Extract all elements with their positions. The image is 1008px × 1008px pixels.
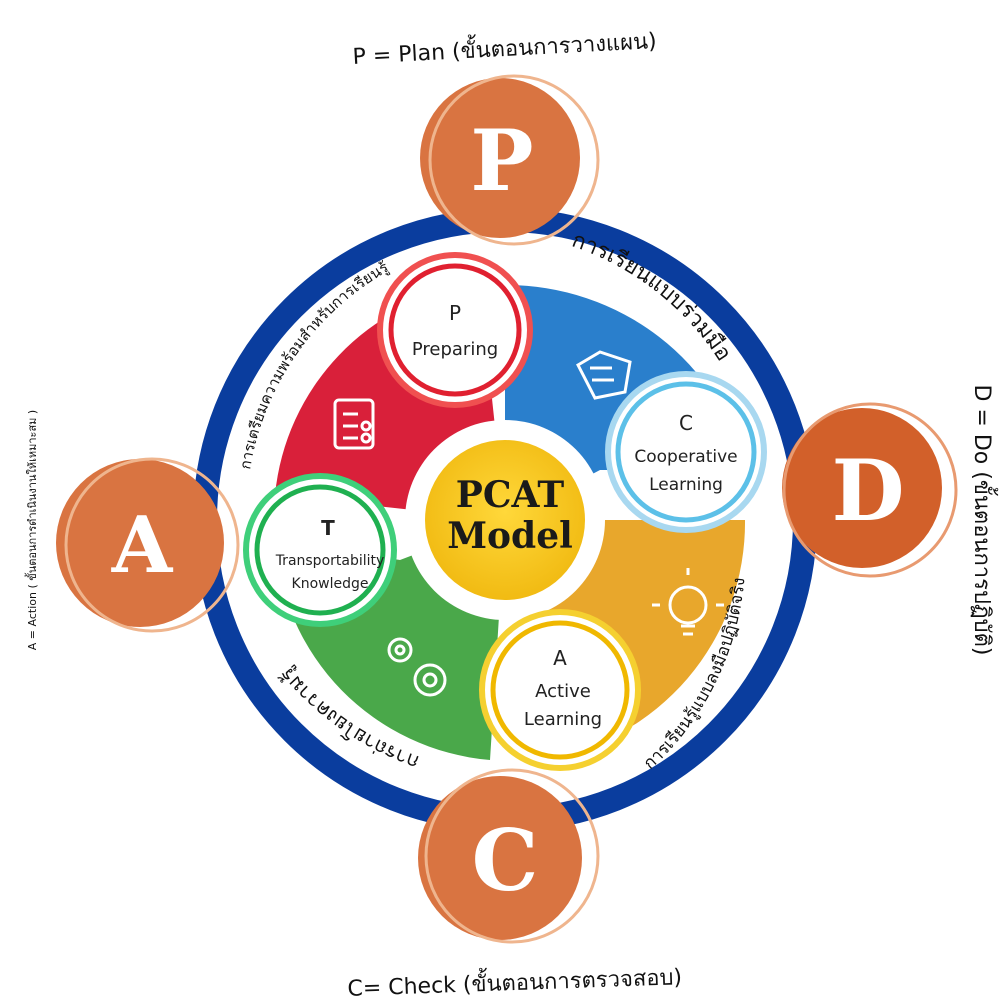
component-cooperative-line1: Cooperative: [634, 447, 737, 467]
phase-plan: P: [420, 74, 600, 246]
component-cooperative-line2: Learning: [649, 475, 723, 495]
phase-act-letter: A: [111, 500, 174, 591]
gears-icon: [387, 637, 447, 697]
component-active-letter: A: [553, 646, 567, 670]
component-transport: T Transportability Knowledge: [243, 473, 397, 627]
component-preparing-letter: P: [449, 301, 461, 325]
phase-check: C: [418, 768, 600, 944]
component-active: A Active Learning: [479, 609, 641, 771]
center-circle: [425, 440, 585, 600]
component-cooperative: C Cooperative Learning: [605, 371, 767, 533]
component-transport-letter: T: [321, 516, 335, 540]
phase-do: D: [782, 402, 958, 578]
handshake-icon: [576, 350, 632, 400]
center-title-line1: PCAT: [456, 474, 565, 516]
phase-act: A: [56, 457, 240, 633]
component-cooperative-letter: C: [679, 411, 693, 435]
phase-check-label: C= Check (ขั้นตอนการตรวจสอบ): [347, 961, 682, 1002]
phase-plan-label: P = Plan (ขั้นตอนการวางแผน): [352, 25, 657, 70]
phase-check-letter: C: [472, 811, 539, 910]
component-preparing-label: Preparing: [412, 339, 498, 360]
component-active-line1: Active: [535, 681, 591, 702]
checklist-icon: [333, 398, 375, 450]
phase-plan-letter: P: [470, 111, 533, 210]
phase-do-label: D = Do (ขั้นตอนการปฏิบัติ): [969, 384, 998, 655]
phase-act-label: A = Action ( ขั้นตอนการดำเนินงานให้เหมาะ…: [24, 410, 39, 650]
lightbulb-icon: [652, 568, 724, 636]
center-title-line2: Model: [447, 515, 573, 557]
component-transport-line1: Transportability: [275, 553, 385, 569]
component-active-line2: Learning: [524, 709, 602, 730]
component-preparing: P Preparing: [377, 252, 533, 408]
component-transport-line2: Knowledge: [292, 576, 369, 592]
phase-do-letter: D: [832, 441, 905, 540]
